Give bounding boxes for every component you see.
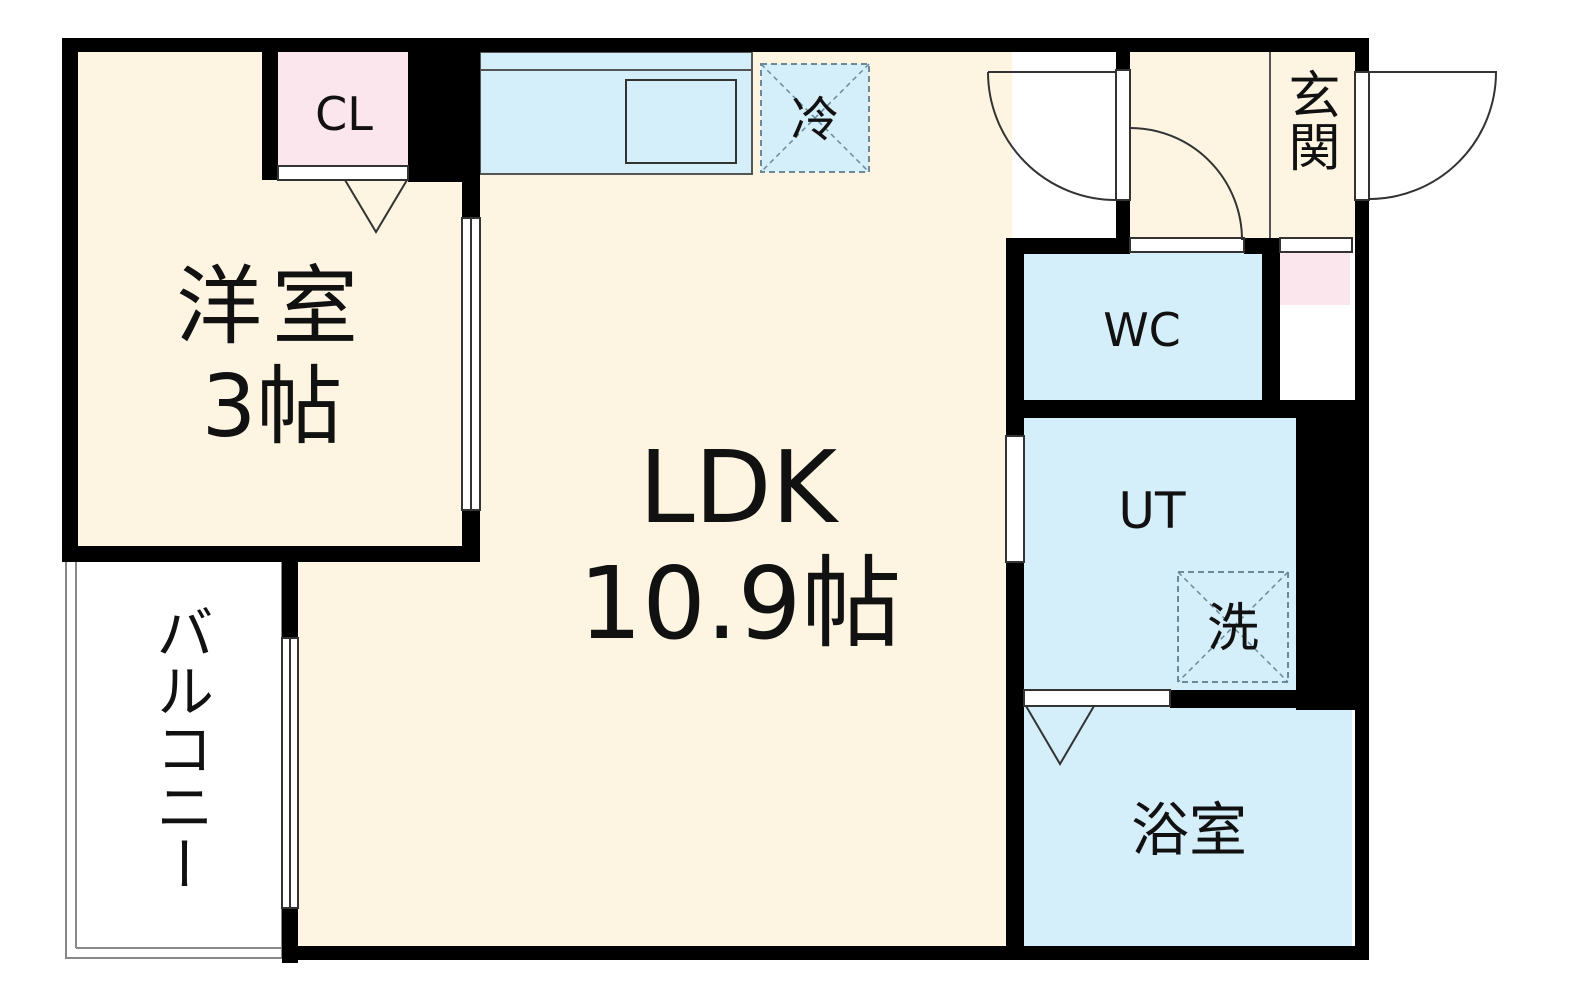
bath-door-swing-icon [1025, 705, 1095, 766]
walls [62, 38, 1369, 963]
wc-door [1129, 237, 1245, 253]
washer-label: 洗 [1207, 599, 1259, 659]
wc-floor [1022, 253, 1262, 403]
closet-door [277, 165, 409, 181]
shoe-cabinet [1280, 250, 1350, 305]
entrance-label: 玄関 [1279, 68, 1339, 172]
washer-cross-icon [1177, 571, 1289, 683]
front-door [1354, 71, 1370, 201]
bath-label: 浴室 [1131, 796, 1247, 864]
closet-label: CL [315, 87, 373, 141]
bath-door [1023, 689, 1171, 707]
utility-door [1005, 435, 1025, 563]
western-room-name: 洋室 [176, 257, 368, 357]
entrance-floor [1125, 48, 1357, 240]
ldk-door-swing-icon [987, 71, 1117, 202]
wc-door-swing-icon [1129, 127, 1243, 241]
closet-floor [276, 52, 408, 174]
bath-floor [1022, 706, 1352, 946]
washer-cross-icon [1177, 571, 1289, 683]
closet-door-swing-icon [344, 179, 408, 234]
front-door-swing-icon [1368, 71, 1498, 200]
ldk-size: 10.9帖 [579, 545, 902, 662]
ldk-floor [292, 48, 1012, 953]
sink-icon [625, 79, 737, 164]
western-room-size: 3帖 [202, 357, 343, 457]
fridge-cross-icon [760, 63, 870, 173]
balcony-label: バルコニー [146, 603, 214, 893]
utility-label: UT [1118, 482, 1186, 540]
ldk-name: LDK [639, 429, 840, 546]
shoe-cabinet-door [1279, 237, 1353, 253]
wc-label: WC [1103, 303, 1181, 357]
ldk-entrance-door [1115, 69, 1131, 201]
fridge-label: 冷 [791, 92, 839, 148]
balcony-outline [65, 559, 283, 959]
